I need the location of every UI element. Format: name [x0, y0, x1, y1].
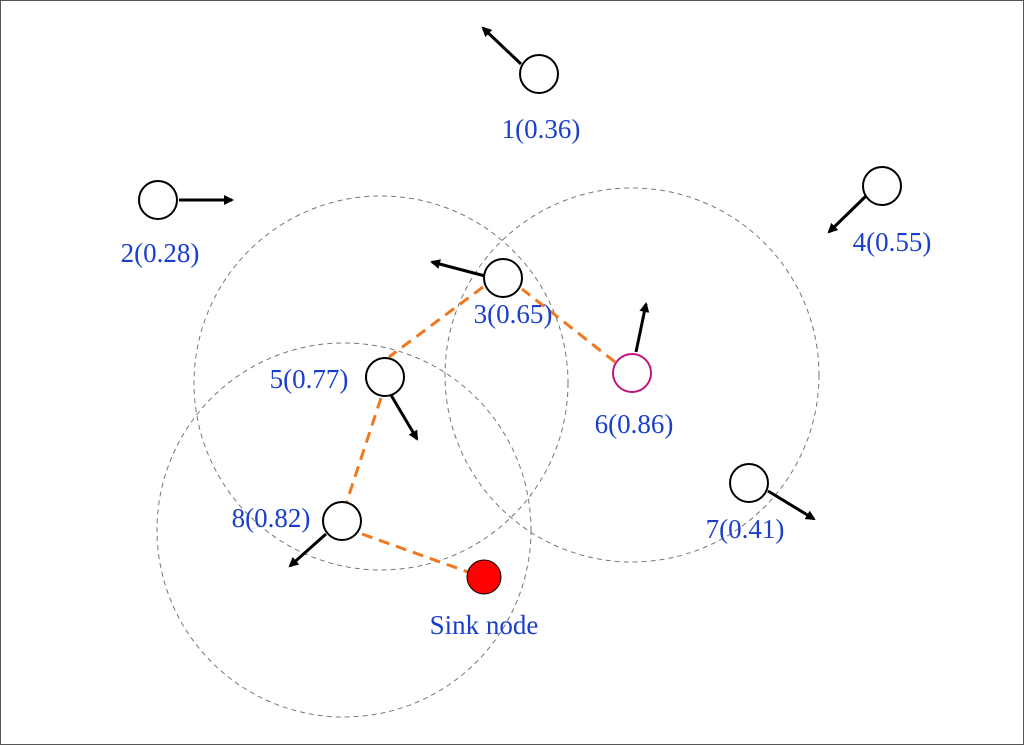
node-2	[138, 180, 178, 220]
label-node-4: 4(0.55)	[853, 227, 932, 257]
labels: 1(0.36) 2(0.28) 3(0.65) 4(0.55) 5(0.77) …	[121, 114, 932, 640]
route-segment-5-8	[344, 397, 383, 505]
node-6-source	[612, 353, 652, 393]
movement-arrow-node-8	[288, 532, 327, 568]
route-segment-8-sink	[361, 532, 469, 574]
range-circles	[156, 187, 820, 718]
node-3	[483, 258, 523, 298]
movement-arrow-node-3	[430, 259, 486, 278]
sink-node	[466, 559, 502, 595]
movement-arrows	[179, 26, 868, 568]
label-node-7: 7(0.41)	[706, 514, 785, 544]
label-node-6: 6(0.86)	[595, 409, 674, 439]
movement-arrow-node-6	[634, 302, 650, 353]
movement-arrow-node-7	[767, 489, 816, 521]
movement-arrow-node-1	[481, 26, 523, 66]
route-segment-3-5	[388, 285, 484, 359]
node-5	[365, 357, 405, 397]
node-1	[519, 54, 559, 94]
range-circle-node-6	[444, 187, 820, 563]
node-7	[729, 463, 769, 503]
label-sink-node: Sink node	[430, 610, 539, 640]
routing-path	[344, 285, 616, 574]
range-circle-node-8	[156, 342, 532, 718]
nodes	[138, 54, 902, 595]
node-4	[862, 166, 902, 206]
label-node-1: 1(0.36)	[502, 114, 581, 144]
label-node-2: 2(0.28)	[121, 238, 200, 268]
node-8	[322, 501, 362, 541]
label-node-8: 8(0.82)	[232, 503, 311, 533]
movement-arrow-node-5	[389, 394, 419, 441]
label-node-3: 3(0.65)	[474, 299, 553, 329]
movement-arrow-node-4	[827, 194, 868, 234]
route-segment-6-3	[521, 287, 616, 364]
label-node-5: 5(0.77)	[270, 364, 349, 394]
range-circle-node-3	[193, 195, 569, 571]
